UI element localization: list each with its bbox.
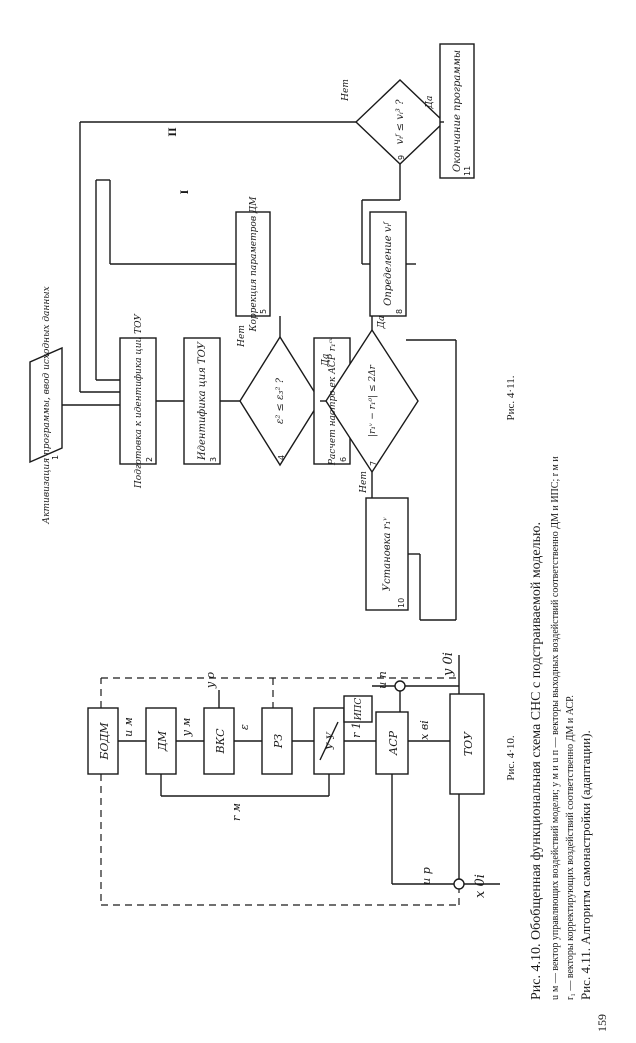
num-11: 11 [463,166,472,176]
block-8 [369,211,407,317]
num-4: 4 [277,455,286,460]
text-asr: АСР [387,730,400,756]
block-7 [325,328,419,474]
fig410-label: Рис. 4·10. [505,735,517,781]
label-no-7: Нет [359,471,369,494]
text-b5: Коррекция параметров ДМ [249,196,259,333]
num-3: 3 [209,457,218,462]
sig-r1: r 1 [350,722,363,738]
text-ips: ИПС [354,698,364,722]
sig-y0i: y 0i [441,652,456,677]
text-b8: Определение vᵢᶠ [383,221,394,306]
num-6: 6 [339,457,348,462]
block-11 [439,43,475,179]
label-yes-9: Да [425,96,435,110]
sig-um: u м [122,717,135,737]
sig-un: u п [376,671,389,689]
text-rz: РЗ [272,734,285,749]
num-10: 10 [397,598,406,608]
num-9: 9 [397,155,406,160]
sig-up: u р [420,867,433,885]
text-b7: |r₁ᵛ − r₁⁰| ≤ 2Δr [368,364,378,437]
num-7: 7 [369,461,378,466]
text-dm: ДМ [156,730,169,752]
fig411-label: Рис. 4·11. [505,375,517,420]
caption-fig410-line1-symbol: u [550,995,561,1000]
text-uu: У У [326,731,337,749]
sig-rm: r м [230,803,243,821]
label-loop-2: II [165,127,179,137]
label-yes-7: Да [377,316,387,330]
block-ips [343,695,373,723]
block-bodm [87,707,119,775]
num-1: 1 [51,455,60,460]
block-1 [29,346,63,464]
page-number: 159 [595,1014,609,1032]
caption-fig410-line1: м — вектор управляющих воздействий модел… [550,456,561,992]
text-b2: Подготовка к идентифика ции ТОУ [134,312,144,489]
figure-4-10: БОДМ ДМ ВКС РЗ У У АСР ТОУ ИПС [87,652,517,906]
text-vks: ВКС [214,728,227,755]
label-yes-4: Да [321,354,331,368]
sig-y0: y о [204,671,217,689]
block-5 [235,211,271,317]
block-tou [449,693,485,795]
caption-fig410-title: Рис. 4.10. Обобщенная функциональная схе… [529,522,544,1000]
block-asr [375,711,409,775]
text-b10: Установка r₁ᵛ [382,517,393,592]
num-2: 2 [145,457,154,462]
label-no-9: Нет [341,79,351,102]
sig-xbi: x вi [418,720,431,740]
text-b3: Идентифика ция ТОУ [197,341,208,461]
captions: Рис. 4.10. Обобщенная функциональная схе… [529,456,609,1032]
label-no-4: Нет [237,325,247,348]
label-loop-1: I [177,189,191,194]
figure-4-11: Активизация программы, ввод исходных дан… [29,43,517,621]
sig-eps: ε [238,724,251,730]
text-b6: Расчет настро ек АСР r₁ᶜᵛ [328,337,338,466]
text-b4: ε² ≤ ε₃² ? [275,377,286,424]
text-b9: vᵢᶠ ≤ vᵢ³ ? [395,99,406,145]
text-b11: Окончание программы [452,50,463,172]
num-5: 5 [259,309,268,314]
sig-ym: y м [180,718,193,738]
sig-x0i: x 0i [473,874,488,898]
caption-fig410-line2: r₁ — векторы корректирующих воздействий … [565,695,576,1000]
text-tou: ТОУ [462,731,475,756]
num-8: 8 [395,309,404,314]
text-b1: Активизация программы, ввод исходных дан… [42,286,52,524]
caption-fig411: Рис. 4.11. Алгоритм самонастройки (адапт… [578,730,593,1000]
block-10 [365,497,409,611]
text-bodm: БОДМ [98,722,111,761]
